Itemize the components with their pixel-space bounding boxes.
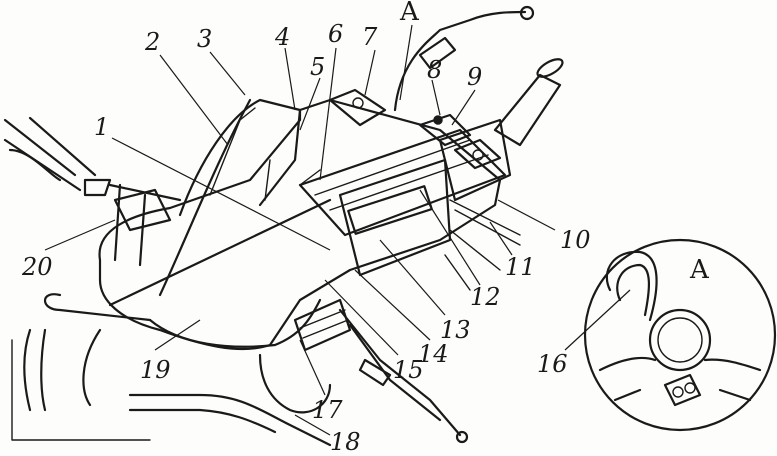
label-15: 15: [393, 356, 424, 384]
label-6: 6: [328, 20, 343, 48]
corner-frame: [11, 339, 151, 441]
left-harness: [3, 116, 182, 267]
left-fitting-20: [113, 188, 172, 232]
label-8: 8: [427, 56, 442, 84]
label-2: 2: [144, 28, 160, 56]
label-19: 19: [140, 356, 171, 384]
label-inset-a: A: [689, 255, 710, 285]
label-14: 14: [418, 340, 449, 368]
pack-body: [98, 98, 521, 351]
label-12: 12: [470, 283, 501, 311]
label-a: A: [399, 0, 420, 27]
label-9: 9: [467, 63, 482, 91]
bottom-fitting-17: [293, 298, 352, 352]
label-13: 13: [440, 316, 471, 344]
label-10: 10: [560, 226, 591, 254]
label-11: 11: [505, 253, 536, 281]
label-17: 17: [312, 396, 343, 424]
leader-lines: [44, 24, 631, 436]
detail-a: [583, 238, 777, 432]
label-16: 16: [537, 350, 568, 378]
pack-window: [347, 185, 433, 235]
bottom-harness: [23, 293, 469, 447]
label-4: 4: [274, 23, 290, 51]
label-18: 18: [330, 428, 361, 456]
label-1: 1: [94, 113, 109, 141]
label-3: 3: [197, 25, 212, 53]
callout-labels: 1 2 3 4 5 6 7 A 8 9 10 11 12 13 14 15 16…: [21, 0, 710, 456]
label-5: 5: [310, 53, 325, 81]
label-7: 7: [362, 23, 378, 51]
label-20: 20: [21, 253, 53, 281]
